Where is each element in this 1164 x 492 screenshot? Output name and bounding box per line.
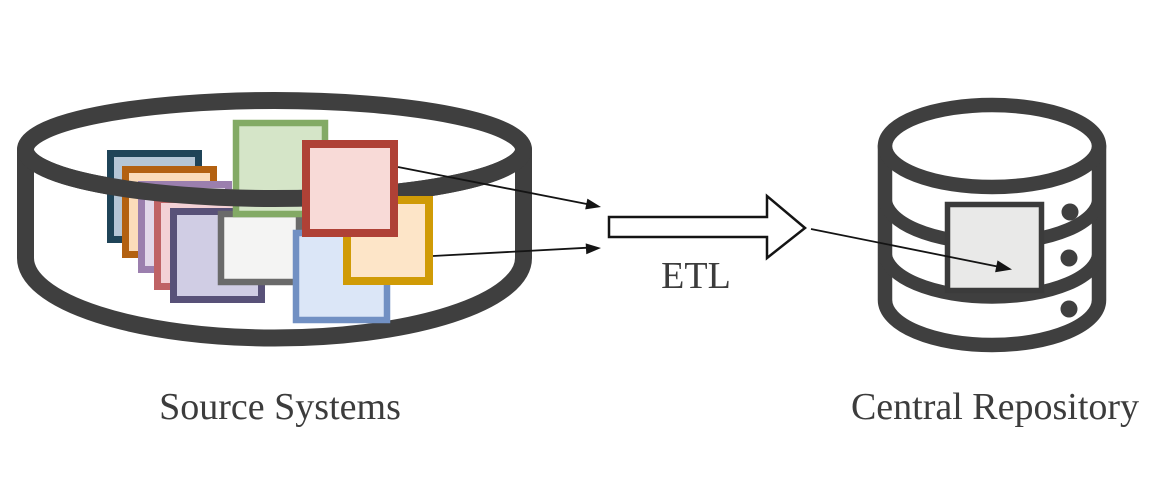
database-dot-2 [1060,249,1078,267]
source-doc-white [217,210,303,286]
database-icon [877,97,1107,353]
flow-arrows-into-etl [397,166,601,257]
etl-label: ETL [661,255,731,297]
flow-arrow-line-bottom [432,246,589,257]
flow-arrowhead-top-icon [585,198,601,210]
bowl-front-rim-band [17,148,532,207]
source-doc-red [302,140,398,237]
flow-arrow-line-top [397,166,589,206]
source-systems-label: Source Systems [159,386,401,428]
flow-arrowhead-bottom-icon [585,243,601,255]
flow-arrowhead-db-icon [995,260,1012,273]
database-body [877,138,1107,353]
database-top-ellipse [877,97,1107,195]
central-repository-label: Central Repository [851,386,1139,428]
database-separator-arc-2 [878,251,1106,304]
bowl-body [17,141,532,347]
flow-arrow-into-repository [810,228,1012,273]
source-documents-front [292,140,433,324]
etl-block-arrow-icon [607,193,807,261]
database-dot-1 [1061,203,1079,221]
database-dot-3 [1060,300,1078,318]
flow-arrow-line-db [810,228,999,268]
table-square-icon [944,201,1045,294]
